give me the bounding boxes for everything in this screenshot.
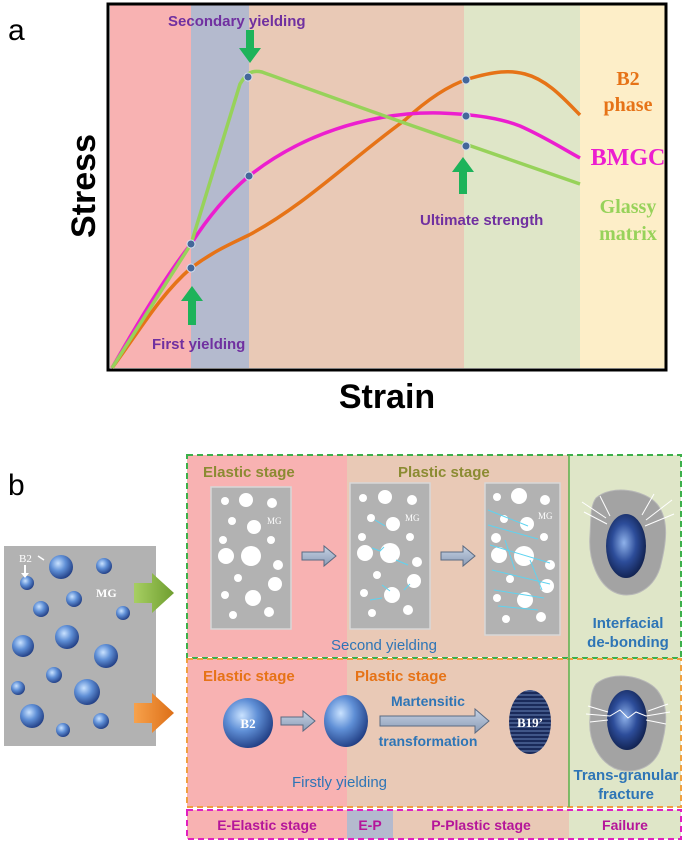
yield-markers: [186, 72, 471, 273]
elastic-plastic-region: [191, 5, 249, 368]
failure-region: [580, 5, 666, 368]
mg-block-elastic: MG: [210, 486, 292, 630]
stage-bar-plastic-label: P-Plastic stage: [431, 817, 531, 833]
stage-bar-ep: [347, 810, 393, 839]
arrow-down-secondary-icon: [239, 30, 261, 63]
mg-tag-1: MG: [267, 516, 282, 526]
interfacial-debonding-graphic: [581, 489, 675, 596]
composite-sample: B2 MG: [4, 546, 156, 746]
composite-b2-pointer-2-icon: [37, 555, 45, 561]
failure-bottom-line1: Trans-granular: [573, 767, 678, 784]
firstly-yielding-label: Firstly yielding: [292, 774, 387, 791]
panel-b-letter: b: [8, 469, 25, 502]
top-plastic-stage-label: Plastic stage: [398, 464, 490, 481]
secondary-yielding-label: Secondary yielding: [168, 13, 306, 30]
top-row-frame: [186, 454, 682, 659]
b2-particle-yielding: [324, 695, 368, 747]
top-elastic-stage-label: Elastic stage: [203, 464, 295, 481]
top-arrow-2-icon: [440, 544, 476, 568]
legend-b2-line2: phase: [604, 94, 653, 116]
bottom-row-frame: [186, 658, 682, 808]
b2-particle-elastic: [223, 698, 273, 748]
composite-b2-pointer-icon: [21, 565, 29, 578]
stage-bar-failure-label: Failure: [602, 817, 648, 833]
legend-b2-line1: B2: [616, 68, 639, 90]
failure-top-line2: de-bonding: [587, 634, 669, 651]
second-yielding-label: Second yielding: [331, 637, 437, 654]
bottom-arrow-long-icon: [379, 707, 490, 735]
marker-bmgc-peak: [461, 111, 471, 121]
b2-phase-curve: [110, 69, 582, 370]
bottom-row: Elastic stage Plastic stage B2 Martensit…: [203, 668, 679, 803]
stress-strain-chart: Secondary yielding First yielding Ultima…: [106, 2, 668, 372]
mg-tag-3: MG: [538, 511, 553, 521]
composite-mg-label: MG: [96, 586, 117, 600]
b2-particle-label: B2: [240, 716, 255, 731]
hardening-region: [464, 5, 580, 368]
marker-bmgc-ep: [244, 171, 254, 181]
chart-frame: [106, 2, 668, 372]
legend-bmgc: BMGC: [591, 145, 666, 171]
stage-bar-failure: [569, 810, 681, 839]
arrow-up-first-icon: [181, 286, 203, 325]
bottom-elastic-stage-label: Elastic stage: [203, 668, 295, 685]
legend-glassy-line1: Glassy: [600, 196, 657, 218]
marker-first-yield-b2: [186, 263, 196, 273]
failure-bottom-line2: fracture: [598, 786, 654, 803]
mg-tag-2: MG: [405, 513, 420, 523]
mg-block-plastic: MG: [484, 482, 561, 636]
stage-bar-elastic-label: E-Elastic stage: [217, 817, 317, 833]
mg-block-yielding: MG: [349, 482, 431, 630]
bmgc-curve: [110, 111, 581, 369]
stage-bar-plastic: [393, 810, 569, 839]
bottom-arrow-1-icon: [280, 709, 316, 733]
legend-glassy-line2: matrix: [599, 223, 657, 245]
chart-legend: B2 phase BMGC Glassy matrix: [591, 68, 666, 245]
top-arrow-1-icon: [301, 544, 337, 568]
y-axis-label: Stress: [65, 134, 103, 238]
orange-flow-arrow-icon: [134, 693, 174, 733]
marker-glassy-ultimate: [461, 141, 471, 151]
first-yielding-label: First yielding: [152, 336, 245, 353]
arrow-up-ultimate-icon: [452, 157, 474, 194]
x-axis-label: Strain: [339, 378, 435, 416]
trans-granular-fracture-graphic: [585, 675, 671, 772]
panel-a-letter: a: [8, 14, 25, 47]
green-arrows: [181, 30, 474, 325]
failure-top-line1: Interfacial: [593, 615, 664, 632]
b19-particle-hatch: [509, 690, 551, 754]
martensitic-line1: Martensitic: [391, 693, 465, 709]
ultimate-strength-label: Ultimate strength: [420, 212, 543, 229]
green-flow-arrow-icon: [134, 573, 174, 613]
top-row: Elastic stage Plastic stage MG: [203, 464, 675, 654]
stage-bar-elastic: [187, 810, 347, 839]
bottom-plastic-stage-label: Plastic stage: [355, 668, 447, 685]
plastic-region: [249, 5, 464, 368]
marker-b2-peak: [461, 75, 471, 85]
stage-bar-ep-label: E-P: [358, 817, 381, 833]
martensitic-line2: transformation: [379, 733, 478, 749]
composite-b2-label: B2: [19, 553, 32, 565]
marker-secondary-yield: [243, 72, 253, 82]
b19-label: B19’: [517, 715, 543, 730]
stage-bar-frame: [186, 809, 682, 840]
b2-spheres: [11, 555, 130, 737]
stage-bar: E-Elastic stage E-P P-Plastic stage Fail…: [186, 809, 682, 840]
marker-first-yield-glassy: [186, 239, 196, 249]
